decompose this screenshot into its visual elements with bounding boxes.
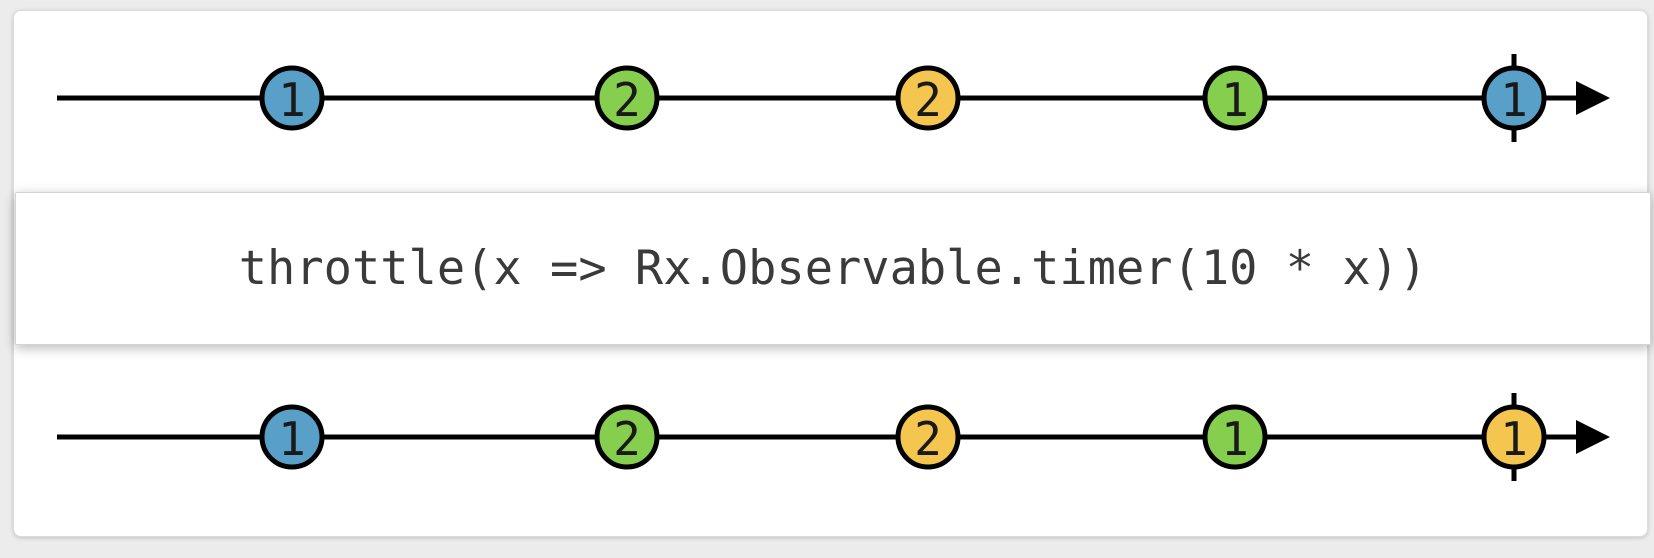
- marble-1[interactable]: 1: [1481, 404, 1547, 470]
- marble-value: 2: [613, 412, 641, 466]
- marble-circle[interactable]: [1481, 65, 1547, 131]
- marble-circle[interactable]: [594, 65, 660, 131]
- output-stream-diagram: 1 2 2 1 1: [57, 393, 1610, 481]
- marble-circle[interactable]: [895, 65, 961, 131]
- marble-circle[interactable]: [259, 404, 325, 470]
- timeline-arrowhead-icon: [1576, 420, 1610, 454]
- marble-2[interactable]: 2: [594, 65, 660, 131]
- marble-circle[interactable]: [259, 65, 325, 131]
- marble-circle[interactable]: [1202, 65, 1268, 131]
- marble-value: 1: [1221, 73, 1249, 127]
- operator-code: throttle(x => Rx.Observable.timer(10 * x…: [238, 241, 1428, 296]
- marble-value: 1: [278, 412, 306, 466]
- marble-1[interactable]: 1: [259, 404, 325, 470]
- marble-1[interactable]: 1: [1481, 65, 1547, 131]
- marble-value: 2: [914, 73, 942, 127]
- marble-circle[interactable]: [895, 404, 961, 470]
- marble-value: 1: [1500, 73, 1528, 127]
- marble-1[interactable]: 1: [259, 65, 325, 131]
- marble-circle[interactable]: [1481, 404, 1547, 470]
- marble-value: 1: [1221, 412, 1249, 466]
- marble-circle[interactable]: [1202, 404, 1268, 470]
- marble-2[interactable]: 2: [594, 404, 660, 470]
- marble-circle[interactable]: [594, 404, 660, 470]
- marble-1[interactable]: 1: [1202, 404, 1268, 470]
- marble-value: 2: [613, 73, 641, 127]
- marble-value: 1: [1500, 412, 1528, 466]
- marble-value: 1: [278, 73, 306, 127]
- marble-1[interactable]: 1: [1202, 65, 1268, 131]
- timeline-arrowhead-icon: [1576, 81, 1610, 115]
- input-stream-diagram: 1 2 2 1 1: [57, 54, 1610, 142]
- marble-2[interactable]: 2: [895, 65, 961, 131]
- marble-2[interactable]: 2: [895, 404, 961, 470]
- operator-box: throttle(x => Rx.Observable.timer(10 * x…: [15, 192, 1651, 345]
- marble-value: 2: [914, 412, 942, 466]
